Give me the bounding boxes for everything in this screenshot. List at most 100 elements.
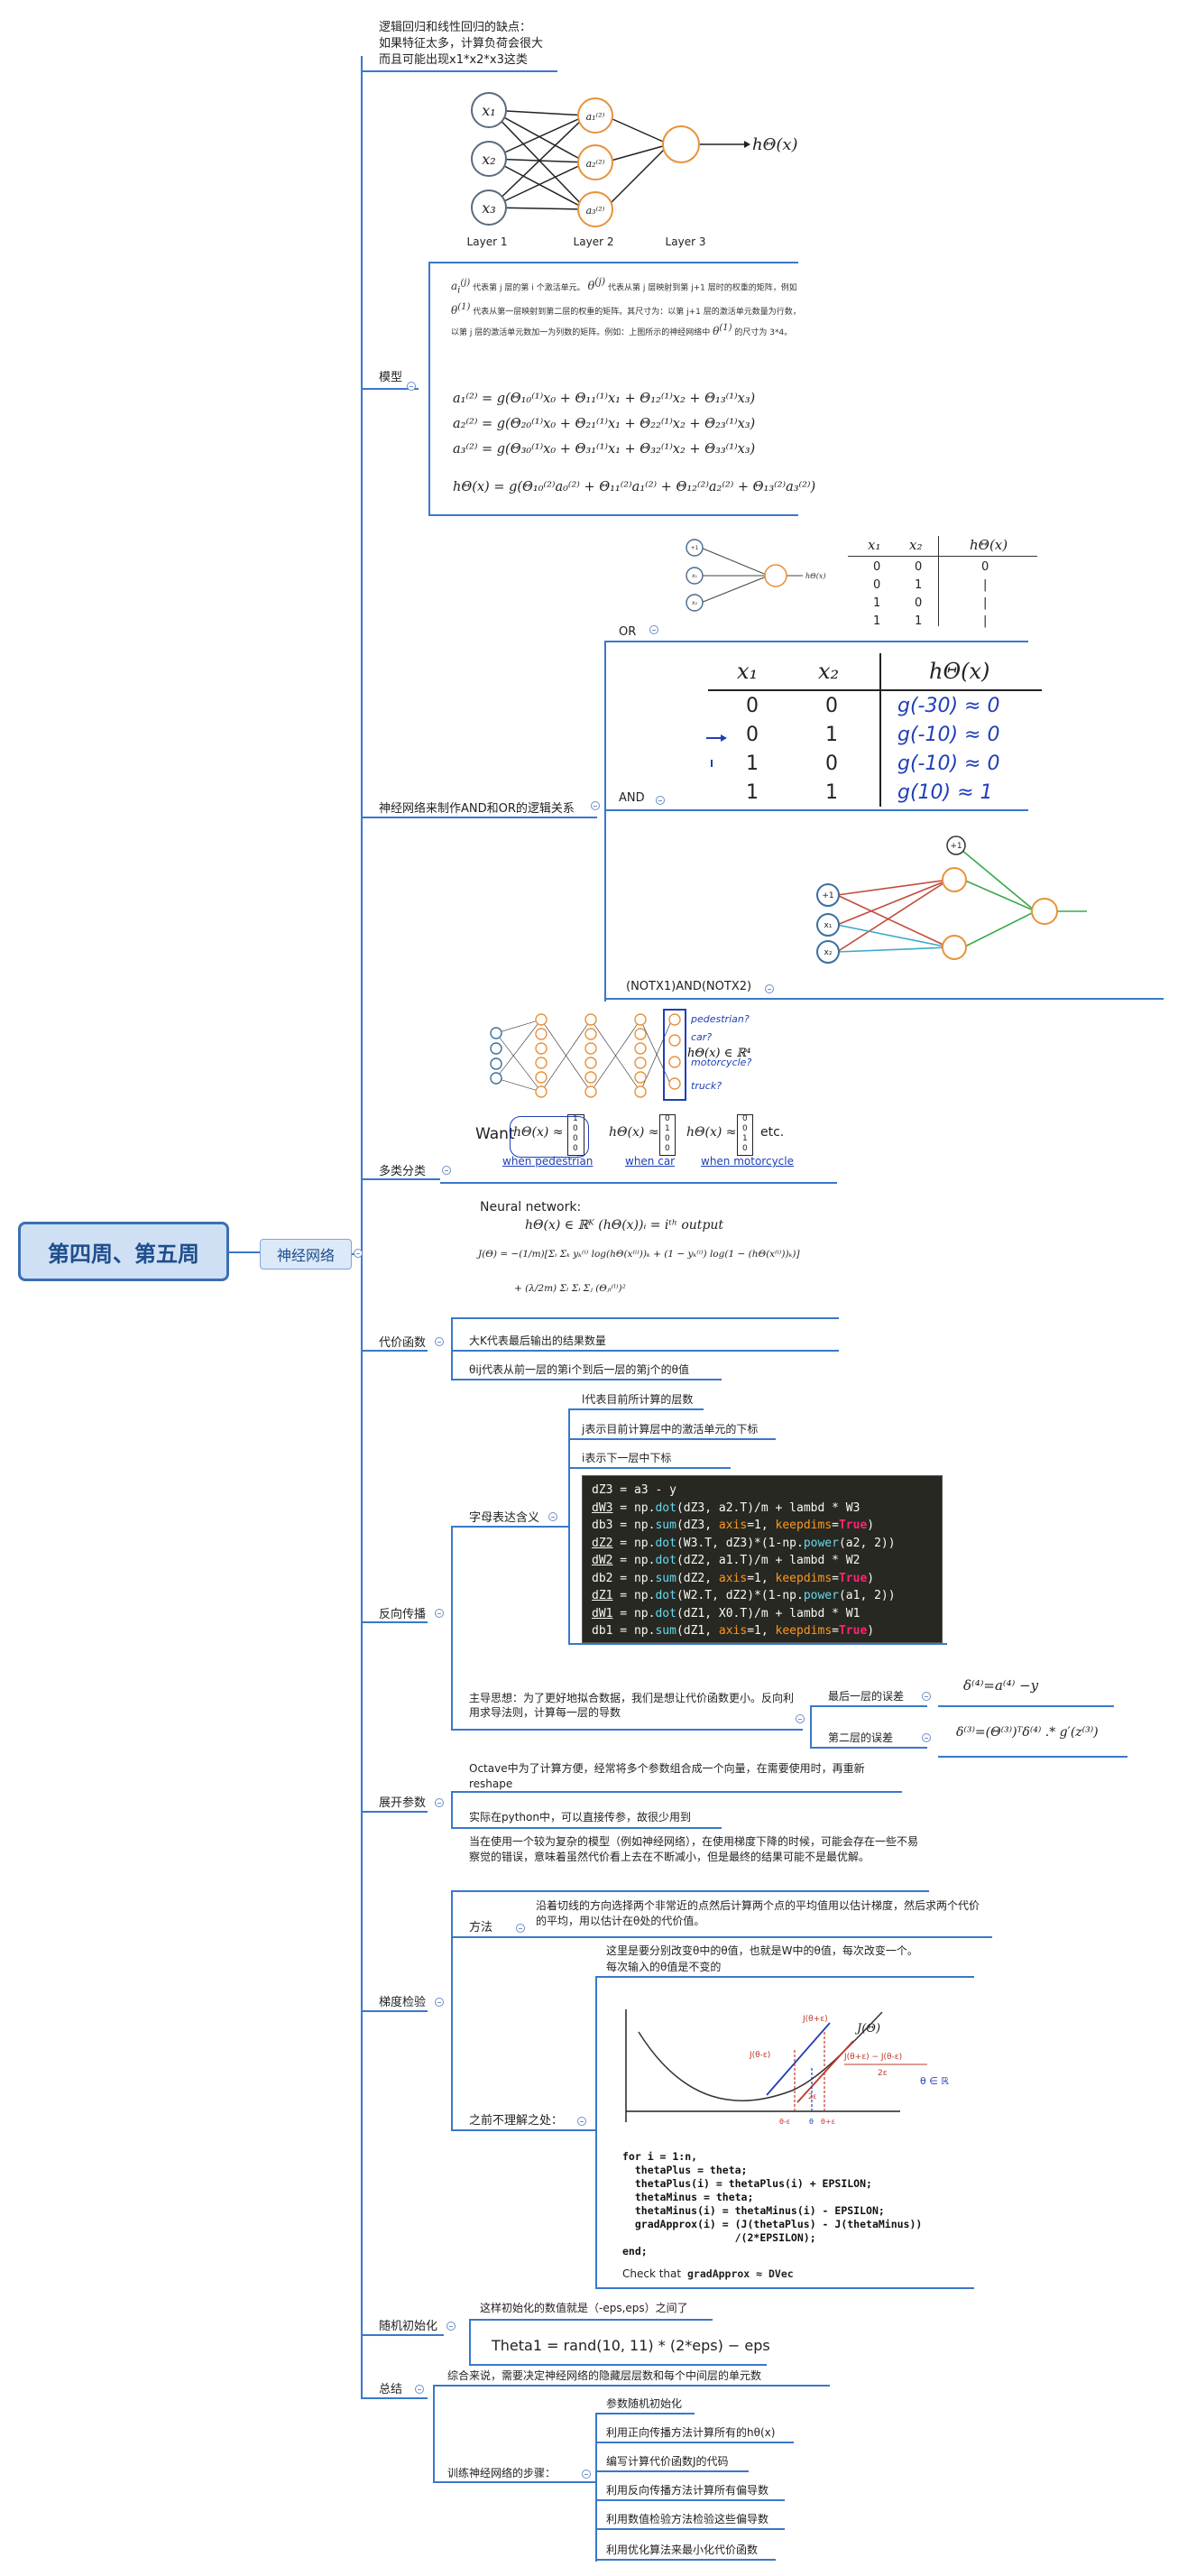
node-symbols[interactable]: 字母表达含义 [469,1511,540,1525]
and-row-3-output: g(-10) ≈ 0 [897,752,1000,775]
cost-title: Neural network: [480,1200,582,1214]
node-randinit[interactable]: 随机初始化 [379,2320,438,2333]
collapse-toggle-level1[interactable] [354,1249,363,1258]
step-6: 利用优化算法来最小化代价函数 [606,2544,759,2556]
or-header-h: hΘ(x) [970,537,1008,553]
confused-text-2: 每次输入的θ值是不变的 [606,1961,722,1973]
collapse-toggle-backprop[interactable] [435,1609,444,1618]
node-gradcheck[interactable]: 梯度检验 [379,1996,427,2009]
etc-label: etc. [760,1125,785,1140]
collapse-toggle-or[interactable] [649,625,658,634]
cost-eq-1: hΘ(x) ∈ ℝᴷ (hΘ(x))ᵢ = iᵗʰ output [525,1218,724,1233]
symbol-j-note: j表示目前计算层中的激活单元的下标 [582,1423,759,1436]
hidden-node-a2 [577,144,613,180]
root-topic[interactable]: 第四周、第五周 [18,1222,229,1281]
node-backprop[interactable]: 反向传播 [379,1608,427,1621]
symbol-l-note: l代表目前所计算的层数 [582,1393,694,1406]
node-label-x2: x₂ [482,151,495,168]
hidden-node-a3 [577,191,613,227]
step-3: 编写计算代价函数J的代码 [606,2455,729,2468]
collapse-toggle-steps[interactable] [582,2470,591,2479]
collapse-toggle-method[interactable] [516,1924,525,1933]
node-last-layer-error[interactable]: 最后一层的误差 [828,1690,905,1703]
node-label-x3: x₃ [482,199,495,217]
gradcheck-intro: 当在使用一个较为复杂的模型（例如神经网络），在使用梯度下降的时候，可能会存在一些… [469,1835,919,1863]
and-row-1-output: g(-30) ≈ 0 [897,695,1000,717]
multiclass-network-diagram: pedestrian? car? motorcycle? truck? hΘ(x… [490,1009,751,1101]
node-model[interactable]: 模型 [379,371,403,384]
multiclass-label-pedestrian: pedestrian? [690,1013,750,1025]
graph-tick-minus: θ-ε [779,2118,790,2126]
symbol-i-note: i表示下一层中下标 [582,1452,672,1464]
intro-line-3: 而且可能出现x1*x2*x3这类 [379,53,528,67]
node-unroll[interactable]: 展开参数 [379,1796,427,1810]
or-header-x2: x₂ [909,537,923,553]
collapse-toggle-symbols[interactable] [548,1512,557,1521]
node-confused[interactable]: 之前不理解之处： [469,2114,564,2128]
and-row-2-output: g(-10) ≈ 0 [897,724,1000,746]
collapse-toggle-main-idea[interactable] [796,1714,805,1723]
node-train-steps[interactable]: 训练神经网络的步骤： [447,2467,557,2479]
when-car: when car [625,1155,676,1168]
node-and-or[interactable]: 神经网络来制作AND和OR的逻辑关系 [379,802,575,816]
collapse-toggle-confused[interactable] [577,2117,586,2126]
method-text: 沿着切线的方向选择两个非常近的点然后计算两个点的平均值用以估计梯度，然后求两个代… [536,1899,980,1927]
equation-a3: a₃⁽²⁾ = g(Θ₃₀⁽¹⁾x₀ + Θ₃₁⁽¹⁾x₁ + Θ₃₂⁽¹⁾x₂… [453,442,756,457]
node-label-a3: a₃⁽²⁾ [586,205,605,217]
randinit-formula: Theta1 = rand(10, 11) * (2*eps) − eps [492,2337,770,2354]
collapse-toggle-randinit[interactable] [446,2322,456,2331]
backprop-code-block: dZ3 = a3 - y dW3 = np.dot(dZ3, a2.T)/m +… [582,1475,943,1643]
node-and[interactable]: AND [619,791,645,805]
node-summary[interactable]: 总结 [379,2383,403,2396]
randinit-note: 这样初始化的数值就是（-eps,eps）之间了 [480,2302,688,2314]
collapse-toggle-and[interactable] [656,796,665,805]
output-label: hΘ(x) [752,135,798,154]
collapse-toggle-cost[interactable] [435,1337,444,1346]
collapse-toggle-multiclass[interactable] [442,1166,451,1175]
hidden-node-a1 [577,97,613,134]
input-node-x1 [471,92,507,128]
collapse-toggle-last-err[interactable] [922,1692,931,1701]
backprop-main-idea[interactable]: 主导思想：为了更好地拟合数据，我们是想让代价函数更小。反向利用求导法则，计算每一… [469,1692,795,1719]
node-cost[interactable]: 代价函数 [379,1336,427,1350]
node-notx[interactable]: (NOTX1)AND(NOTX2) [626,980,752,993]
model-desc-p2: 代表从第 j 层映射到第 j+1 层时的权重的矩阵，例如 [607,283,797,293]
node-multiclass[interactable]: 多类分类 [379,1165,427,1178]
node-method[interactable]: 方法 [469,1921,493,1934]
graph-label-2eps-bottom: 2ε [808,2092,816,2101]
unroll-note-1: Octave中为了计算方便，经常将多个参数组合成一个向量，在需要使用时，再重新r… [469,1762,865,1790]
and-row-4-output: g(10) ≈ 1 [897,781,993,804]
multiclass-hx: hΘ(x) ∈ ℝ⁴ [687,1047,750,1060]
node-second-layer-error[interactable]: 第二层的误差 [828,1731,894,1744]
step-4: 利用反向传播方法计算所有偏导数 [606,2484,769,2497]
graph-label-2eps: 2ε [878,2069,888,2078]
output-node [662,125,700,163]
input-node-x3 [471,189,507,226]
confused-text-1: 这里是要分别改变θ中的θ值，也就是W中的θ值，每次改变一个。 [606,1944,918,1957]
graph-label-R: θ ∈ ℝ [920,2075,949,2087]
collapse-toggle-summary[interactable] [415,2385,424,2394]
collapse-toggle-model[interactable] [407,382,416,391]
network-layer-diagram: x₁ x₂ x₃ a₁⁽²⁾ a₂⁽²⁾ a₃⁽²⁾ hΘ(x) Layer 1… [467,92,798,248]
collapse-toggle-second-err[interactable] [922,1733,931,1742]
and-header-x1: x₁ [737,659,759,684]
want-label: Want [475,1125,515,1143]
step-2: 利用正向传播方法计算所有的hθ(x) [606,2426,776,2439]
graph-tick-theta: θ [809,2118,814,2126]
multiclass-label-motorcycle: motorcycle? [691,1057,751,1068]
svg-text:x₁: x₁ [692,573,698,579]
collapse-toggle-and-or[interactable] [591,801,600,810]
equation-a2: a₂⁽²⁾ = g(Θ₂₀⁽¹⁾x₀ + Θ₂₁⁽¹⁾x₁ + Θ₂₂⁽¹⁾x₂… [453,417,756,431]
equation-h: hΘ(x) = g(Θ₁₀⁽²⁾a₀⁽²⁾ + Θ₁₁⁽²⁾a₁⁽²⁾ + Θ₁… [453,480,816,494]
node-or[interactable]: OR [619,625,637,639]
multiclass-label-car: car? [691,1031,712,1043]
check-label: Check that [622,2267,682,2280]
collapse-toggle-notx[interactable] [765,984,774,993]
collapse-toggle-unroll[interactable] [435,1798,444,1807]
topic-neural-network[interactable]: 神经网络 [260,1239,352,1270]
graph-label-fraction: J(θ+ε) − J(θ-ε) [843,2053,902,2062]
intro-line-1: 逻辑回归和线性回归的缺点： [379,21,532,34]
collapse-toggle-gradcheck[interactable] [435,1998,444,2007]
